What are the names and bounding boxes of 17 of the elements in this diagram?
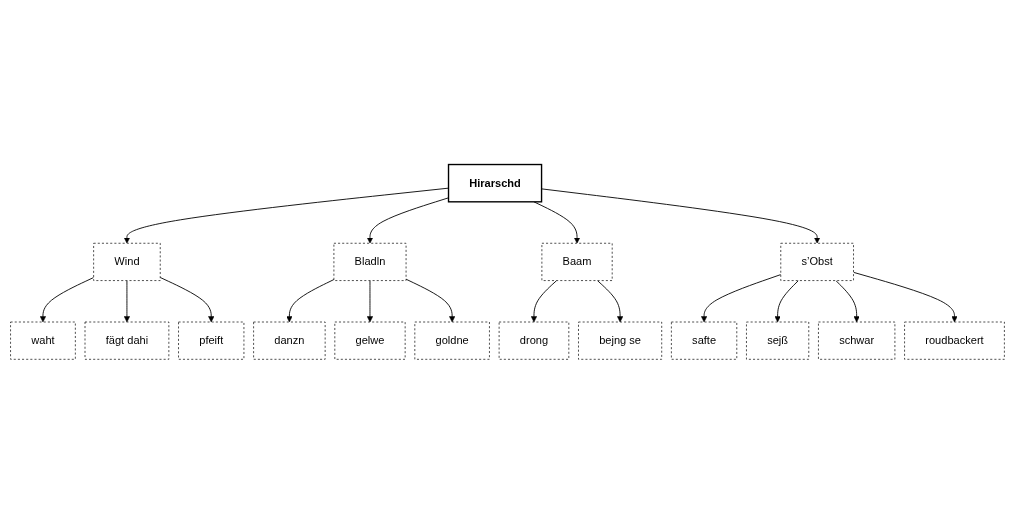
node-box: Baam: [541, 243, 613, 281]
node-box: Bladln: [333, 243, 407, 281]
node-box: bejng se: [578, 321, 663, 360]
node-box: waht: [10, 321, 76, 360]
node-box: s’Obst: [780, 243, 854, 281]
node-box: schwar: [818, 321, 896, 360]
node-box: Hirarschd: [447, 163, 543, 203]
node-box: roudbackert: [904, 321, 1005, 360]
node-box: pfeift: [178, 321, 245, 360]
node-box: sejß: [746, 321, 810, 360]
node-box: danzn: [253, 321, 326, 360]
node-box: drong: [498, 321, 570, 360]
node-box: safte: [671, 321, 738, 360]
node-box: fägt dahi: [84, 321, 170, 360]
node-box: gelwe: [334, 321, 406, 360]
node-box: Wind: [93, 243, 161, 281]
node-box: goldne: [414, 321, 490, 360]
